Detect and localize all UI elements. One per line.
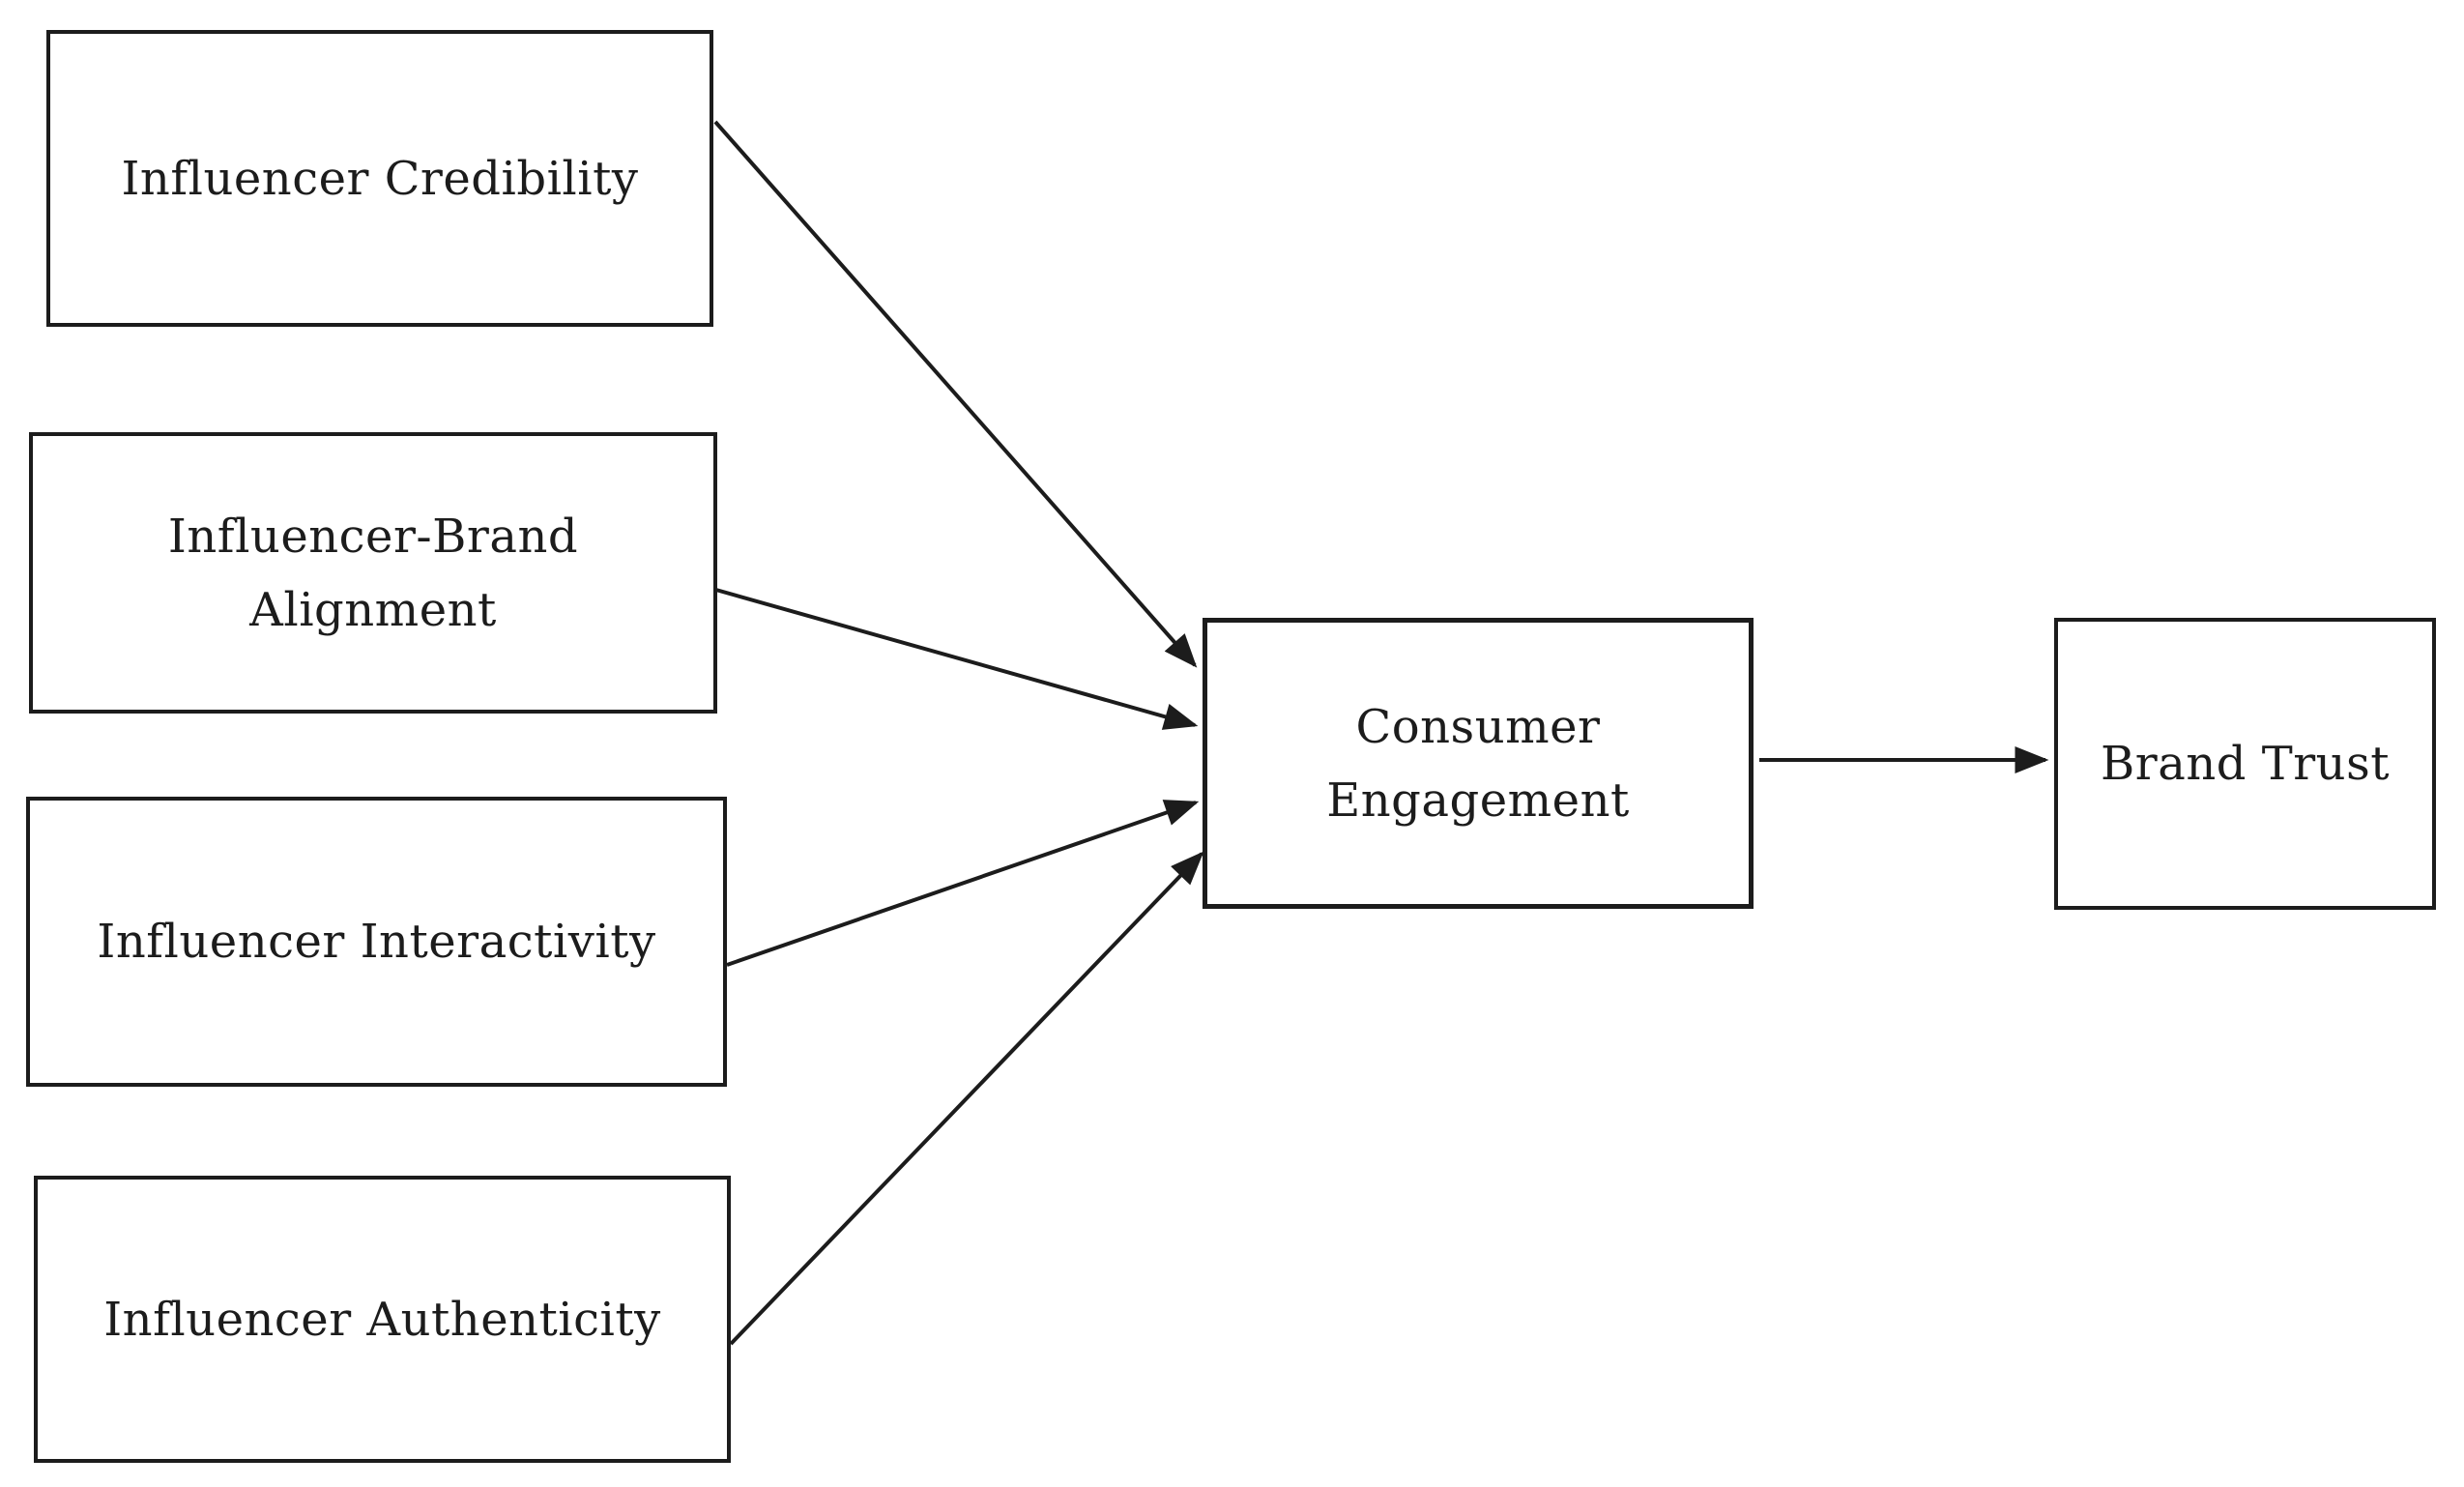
node-influencer-interactivity: Influencer Interactivity <box>26 797 727 1087</box>
node-influencer-credibility: Influencer Credibility <box>46 30 713 327</box>
node-consumer-engagement: Consumer Engagement <box>1203 618 1754 909</box>
node-label-influencer-interactivity: Influencer Interactivity <box>97 915 656 969</box>
node-label-influencer-credibility: Influencer Credibility <box>121 151 639 206</box>
edge-authenticity-to-engagement-arrow <box>729 851 1204 1346</box>
edge-credibility-to-engagement-arrow <box>713 120 1198 668</box>
node-influencer-brand-alignment: Influencer-Brand Alignment <box>29 432 717 714</box>
node-label-influencer-authenticity: Influencer Authenticity <box>103 1292 661 1347</box>
edge-interactivity-to-engagement-arrow <box>726 800 1200 967</box>
node-influencer-authenticity: Influencer Authenticity <box>34 1176 731 1463</box>
node-brand-trust: Brand Trust <box>2054 618 2436 910</box>
node-label-brand-trust: Brand Trust <box>2100 737 2391 791</box>
node-label-consumer-engagement: Consumer Engagement <box>1326 699 1630 828</box>
node-label-influencer-brand-alignment: Influencer-Brand Alignment <box>167 509 579 637</box>
edge-alignment-to-engagement-arrow <box>705 585 1199 730</box>
